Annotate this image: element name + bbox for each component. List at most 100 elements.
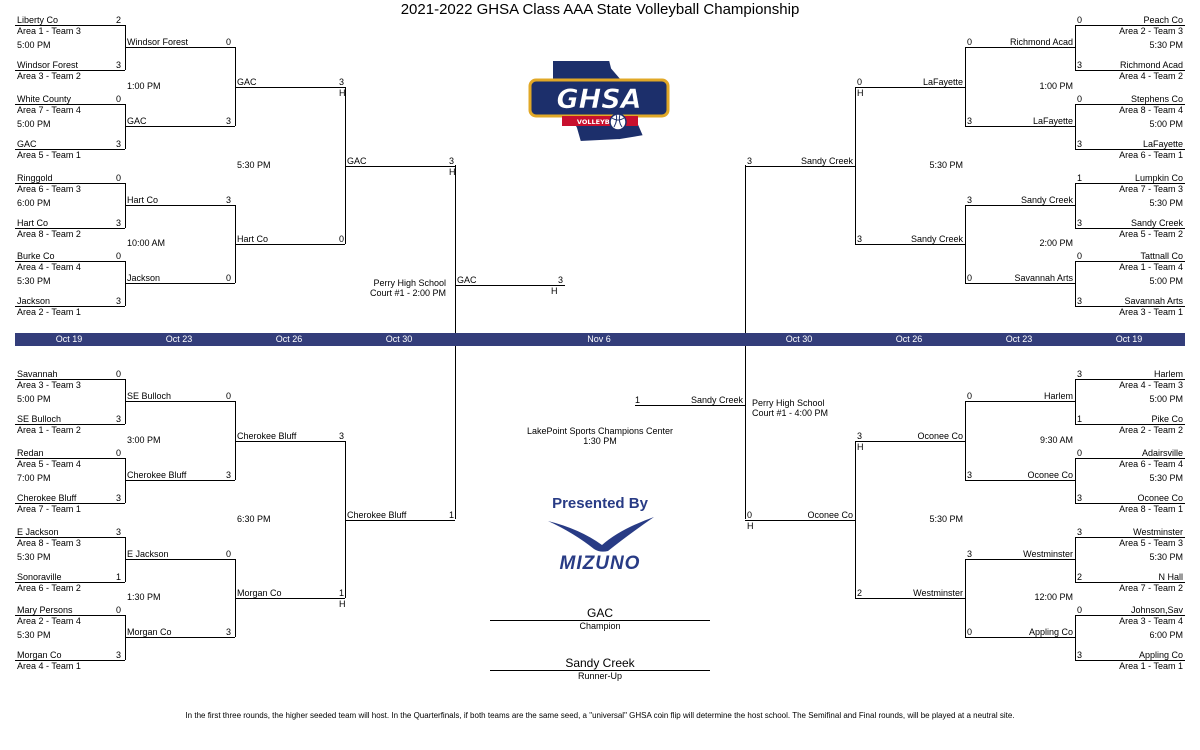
team-name: Westminster (1023, 549, 1073, 559)
bracket-line (1075, 149, 1185, 150)
team-name: Burke Co (17, 251, 55, 261)
team-score: 3 (747, 156, 753, 166)
team-name: Mary Persons (17, 605, 73, 615)
seed-label: Area 1 - Team 4 (1119, 262, 1183, 272)
team-name: Savannah (17, 369, 58, 379)
match-time: 10:00 AM (127, 238, 166, 248)
team-score: 1 (635, 395, 641, 405)
bracket-line (15, 70, 125, 71)
match-time: 5:30 PM (237, 160, 271, 170)
team-score: 0 (967, 391, 973, 401)
team-score: 3 (967, 195, 973, 205)
match-time: 6:30 PM (237, 514, 271, 524)
seed-label: Area 8 - Team 2 (17, 229, 81, 239)
team-score: 3 (115, 296, 121, 306)
bracket-line (235, 401, 236, 480)
team-score: 3 (115, 414, 121, 424)
match-time: 5:30 PM (17, 276, 51, 286)
bracket-line (15, 424, 125, 425)
team-score: 3 (115, 60, 121, 70)
match-time: 3:00 PM (127, 435, 161, 445)
bracket-line (965, 283, 1075, 284)
date-band: Oct 19 Oct 23 Oct 26 Oct 30 Nov 6 Oct 30… (15, 333, 1185, 346)
seed-label: Area 8 - Team 4 (1119, 105, 1183, 115)
team-score: 1 (1077, 173, 1083, 183)
bracket-line (15, 183, 125, 184)
bracket-line (1075, 582, 1185, 583)
bracket-line (1075, 660, 1185, 661)
bracket-line (965, 559, 966, 637)
team-score: 0 (115, 369, 121, 379)
bracket-line (855, 87, 965, 88)
team-score: 3 (225, 627, 231, 637)
team-score: 3 (967, 116, 973, 126)
date-round4-left: Oct 30 (385, 334, 413, 344)
seed-label: Area 6 - Team 1 (1119, 150, 1183, 160)
seed-label: Area 5 - Team 1 (17, 150, 81, 160)
seed-label: Area 5 - Team 3 (1119, 538, 1183, 548)
team-name: Morgan Co (237, 588, 282, 598)
team-score: 3 (967, 549, 973, 559)
mizuno-runbird-icon (548, 517, 654, 552)
team-score: 3 (115, 527, 121, 537)
seed-label: Area 3 - Team 2 (17, 71, 81, 81)
match-time: 5:00 PM (17, 40, 51, 50)
match-time: 5:30 PM (929, 160, 963, 170)
team-name: E Jackson (127, 549, 169, 559)
team-score: 3 (115, 493, 121, 503)
presented-by-text: Presented By (552, 495, 648, 512)
host-marker: H (857, 88, 864, 98)
bracket-line (15, 615, 125, 616)
bracket-line (1075, 104, 1185, 105)
seed-label: Area 7 - Team 2 (1119, 583, 1183, 593)
team-name: Hart Co (17, 218, 49, 228)
team-name: Liberty Co (17, 15, 59, 25)
team-score: 3 (558, 275, 564, 285)
team-score: 2 (1077, 572, 1083, 582)
bracket-line (15, 261, 125, 262)
bracket-line (1075, 306, 1185, 307)
team-score: 0 (967, 273, 973, 283)
runner-up-team: Sandy Creek (565, 656, 635, 670)
team-score: 0 (225, 37, 231, 47)
bracket-line (1075, 261, 1076, 306)
team-name: Windsor Forest (17, 60, 79, 70)
ghsa-logo-graphic: GHSA VOLLEYBALL (528, 59, 670, 144)
bracket-line (15, 537, 125, 538)
bracket-line (15, 149, 125, 150)
bracket-line (345, 441, 346, 598)
final-venue: LakePoint Sports Champions Center (526, 426, 674, 436)
team-score: 3 (1077, 139, 1083, 149)
seed-label: Area 4 - Team 2 (1119, 71, 1183, 81)
team-score: 0 (115, 605, 121, 615)
team-name: Savannah Arts (1014, 273, 1073, 283)
team-score: 2 (857, 588, 863, 598)
team-name: GAC (17, 139, 37, 149)
team-score: 3 (1077, 527, 1083, 537)
team-name: Windsor Forest (127, 37, 189, 47)
bracket-line (1075, 424, 1185, 425)
match-time: 5:00 PM (1149, 394, 1183, 404)
date-round4-right: Oct 30 (785, 334, 813, 344)
bracket-line (1075, 25, 1076, 70)
team-score: 0 (115, 94, 121, 104)
bracket-line (345, 520, 455, 521)
bracket-line (345, 87, 346, 244)
logo-subtext: VOLLEYBALL (577, 118, 623, 126)
bracket-line (235, 598, 345, 599)
team-name: Cherokee Bluff (347, 510, 407, 520)
team-score: 0 (1077, 448, 1083, 458)
bracket-line (1075, 25, 1185, 26)
team-score: 3 (339, 77, 345, 87)
seed-label: Area 6 - Team 3 (17, 184, 81, 194)
bracket-line (125, 637, 235, 638)
team-score: 3 (1077, 493, 1083, 503)
team-name: GAC (237, 77, 257, 87)
team-score: 3 (115, 650, 121, 660)
semi-right-venue: Perry High School (752, 398, 825, 408)
semi-right-court: Court #1 - 4:00 PM (752, 408, 829, 418)
bracket-line (345, 166, 455, 167)
team-score: 1 (115, 572, 121, 582)
team-score: 0 (1077, 94, 1083, 104)
page-title: 2021-2022 GHSA Class AAA State Volleybal… (400, 1, 800, 18)
